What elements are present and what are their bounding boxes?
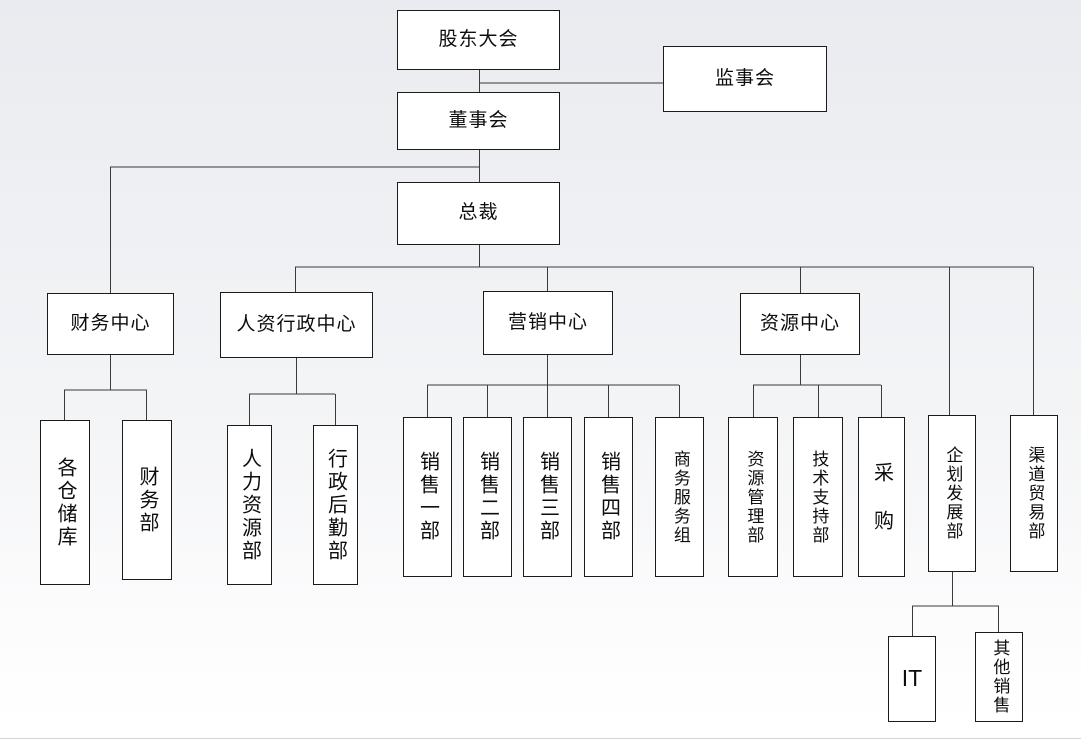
node-finance-center[interactable]: 财务中心 <box>47 293 174 355</box>
node-label: 销售四部 <box>597 451 620 543</box>
node-label: 销售一部 <box>416 451 439 543</box>
node-label: 商务服务组 <box>670 449 690 545</box>
node-sales-dept-4[interactable]: 销售四部 <box>584 417 633 577</box>
node-label: 人资行政中心 <box>236 313 357 335</box>
node-label: 股东大会 <box>438 28 519 50</box>
node-label: 行政后勤部 <box>324 447 347 563</box>
node-label: 财务中心 <box>70 312 151 334</box>
node-sales-dept-3[interactable]: 销售三部 <box>523 417 572 577</box>
node-label: 总裁 <box>458 202 499 224</box>
node-business-service-group[interactable]: 商务服务组 <box>655 417 704 577</box>
node-warehouses[interactable]: 各仓储库 <box>40 420 90 585</box>
node-shareholders-meeting[interactable]: 股东大会 <box>397 10 560 70</box>
node-label: 资源中心 <box>759 312 840 334</box>
node-channel-trade-dept[interactable]: 渠道贸易部 <box>1010 415 1058 572</box>
node-hr-admin-center[interactable]: 人资行政中心 <box>220 292 373 358</box>
node-label: 技术支持部 <box>809 449 829 545</box>
node-tech-support-dept[interactable]: 技术支持部 <box>793 417 843 577</box>
node-label: 采 购 <box>870 461 893 533</box>
node-label: 企划发展部 <box>943 446 963 541</box>
node-other-sales[interactable]: 其他销售 <box>975 632 1023 722</box>
node-procurement[interactable]: 采 购 <box>858 417 905 577</box>
node-label: 各仓储库 <box>54 456 76 549</box>
node-label: 营销中心 <box>507 311 588 333</box>
node-sales-dept-2[interactable]: 销售二部 <box>463 417 512 577</box>
node-president[interactable]: 总裁 <box>397 182 560 245</box>
node-label: IT <box>901 665 923 692</box>
node-label: 资源管理部 <box>744 449 764 545</box>
node-board-of-supervisors[interactable]: 监事会 <box>663 46 827 112</box>
node-finance-dept[interactable]: 财务部 <box>122 420 172 580</box>
node-label: 销售三部 <box>536 451 559 543</box>
node-label: 监事会 <box>714 67 775 89</box>
node-label: 董事会 <box>448 109 509 131</box>
node-admin-logistics-dept[interactable]: 行政后勤部 <box>313 425 358 585</box>
node-marketing-center[interactable]: 营销中心 <box>483 291 613 355</box>
node-board-of-directors[interactable]: 董事会 <box>397 92 560 150</box>
node-label: 其他销售 <box>990 639 1010 715</box>
node-label: 财务部 <box>136 465 158 535</box>
node-sales-dept-1[interactable]: 销售一部 <box>403 417 452 577</box>
edge-shareholders-to-supervisors <box>478 70 663 84</box>
node-it[interactable]: IT <box>888 636 936 722</box>
node-label: 销售二部 <box>476 451 499 543</box>
node-label: 渠道贸易部 <box>1025 446 1045 541</box>
node-resource-center[interactable]: 资源中心 <box>740 293 860 355</box>
footer-divider <box>0 738 1081 739</box>
node-label: 人力资源部 <box>238 447 261 563</box>
node-planning-development-dept[interactable]: 企划发展部 <box>928 415 976 572</box>
node-hr-dept[interactable]: 人力资源部 <box>227 425 272 585</box>
node-resource-mgmt-dept[interactable]: 资源管理部 <box>728 417 778 577</box>
